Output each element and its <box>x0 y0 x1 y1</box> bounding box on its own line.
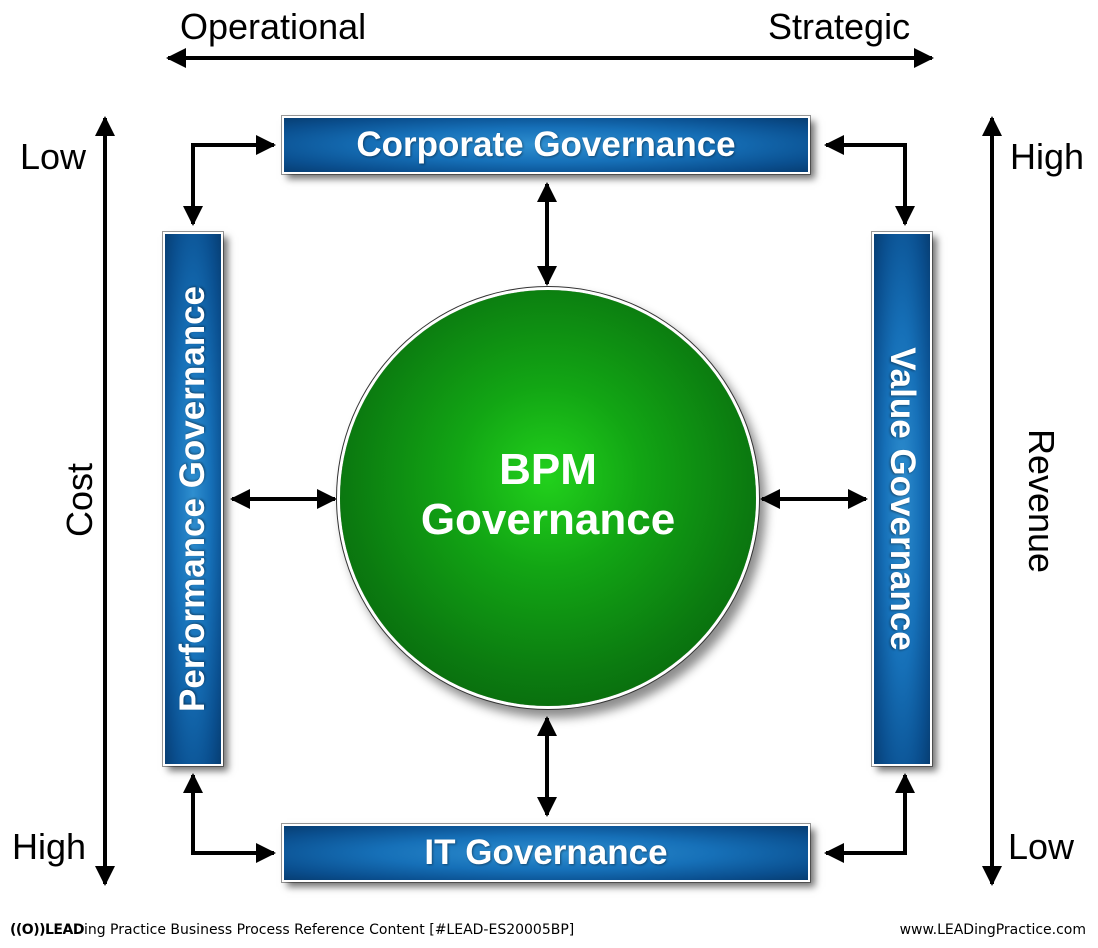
value-governance-box: Value Governance <box>872 232 932 766</box>
bpm-governance-line2: Governance <box>420 495 676 544</box>
label-revenue-high: High <box>1010 136 1085 177</box>
footer-website: www.LEADingPractice.com <box>899 922 1086 938</box>
connector-top-left <box>183 135 276 226</box>
label-cost: Cost <box>59 462 101 538</box>
corporate-governance-label: Corporate Governance <box>356 125 736 164</box>
it-governance-box: IT Governance <box>282 824 810 882</box>
corporate-governance-box: Corporate Governance <box>282 116 810 174</box>
performance-governance-label: Performance Governance <box>173 285 212 713</box>
label-operational: Operational <box>180 6 367 47</box>
connector-bottom-left <box>183 773 276 863</box>
footer-reference-text: ing Practice Business Process Reference … <box>83 922 575 938</box>
footer-left: ((O))LEADing Practice Business Process R… <box>10 922 574 938</box>
connector-bottom-right <box>824 773 915 863</box>
performance-governance-box: Performance Governance <box>163 232 223 766</box>
leading-practice-logo: ((O))LEAD <box>10 922 84 938</box>
bpm-governance-circle: BPM Governance <box>340 290 756 706</box>
bpm-governance-line1: BPM <box>499 445 597 494</box>
value-governance-label: Value Governance <box>883 347 922 651</box>
it-governance-label: IT Governance <box>424 833 668 872</box>
label-cost-low: Low <box>20 136 87 177</box>
connector-top-right <box>824 135 915 226</box>
label-revenue-low: Low <box>1008 826 1075 867</box>
label-strategic: Strategic <box>768 6 911 47</box>
label-cost-high: High <box>12 826 87 867</box>
label-revenue: Revenue <box>1021 428 1063 574</box>
